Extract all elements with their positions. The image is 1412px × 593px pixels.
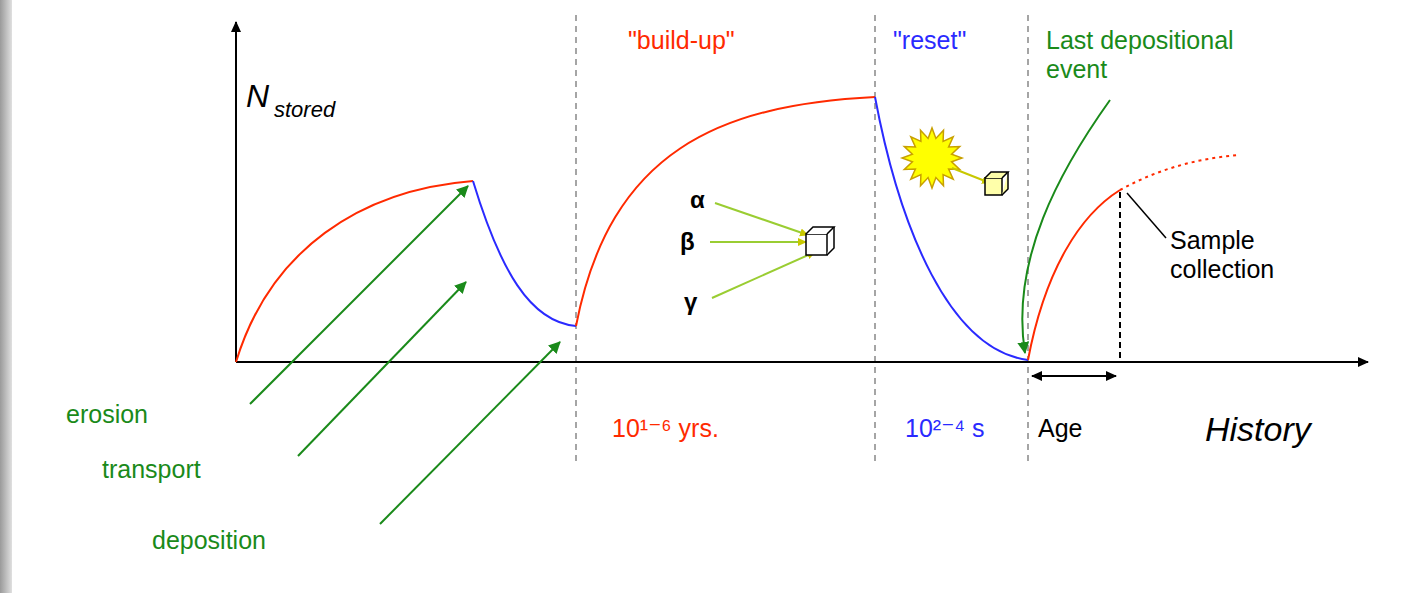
grain-cube <box>806 227 834 255</box>
axis-subscript: stored <box>274 97 335 122</box>
axes <box>236 22 1368 362</box>
radiation-lines <box>710 203 815 298</box>
axis-label: History <box>1205 410 1311 449</box>
process-label: transport <box>102 455 201 484</box>
sample-marker <box>1119 192 1121 362</box>
radiation-symbol: γ <box>684 288 697 316</box>
sun-icon <box>902 128 962 188</box>
phase-label: "reset" <box>893 26 966 55</box>
callout-label: Sample collection <box>1170 226 1310 284</box>
process-arrows <box>250 100 1110 524</box>
age-arrow <box>1032 375 1116 377</box>
process-label: erosion <box>66 400 148 429</box>
radiation-symbol: α <box>690 186 705 214</box>
phase-separators <box>576 15 1028 465</box>
event-label: Last depositional event <box>1046 26 1276 84</box>
signal-curves <box>236 97 1240 362</box>
age-label: Age <box>1038 414 1082 443</box>
leader-line <box>1127 193 1166 238</box>
phase-label: "build-up" <box>628 26 735 55</box>
duration-label: 10²⁻⁴ s <box>905 414 985 443</box>
side-strip <box>0 0 12 593</box>
duration-label: 10¹⁻⁶ yrs. <box>612 414 719 443</box>
grain-cube <box>985 172 1008 195</box>
process-label: deposition <box>152 526 266 555</box>
axis-label: N <box>246 78 269 115</box>
radiation-symbol: β <box>680 228 695 256</box>
